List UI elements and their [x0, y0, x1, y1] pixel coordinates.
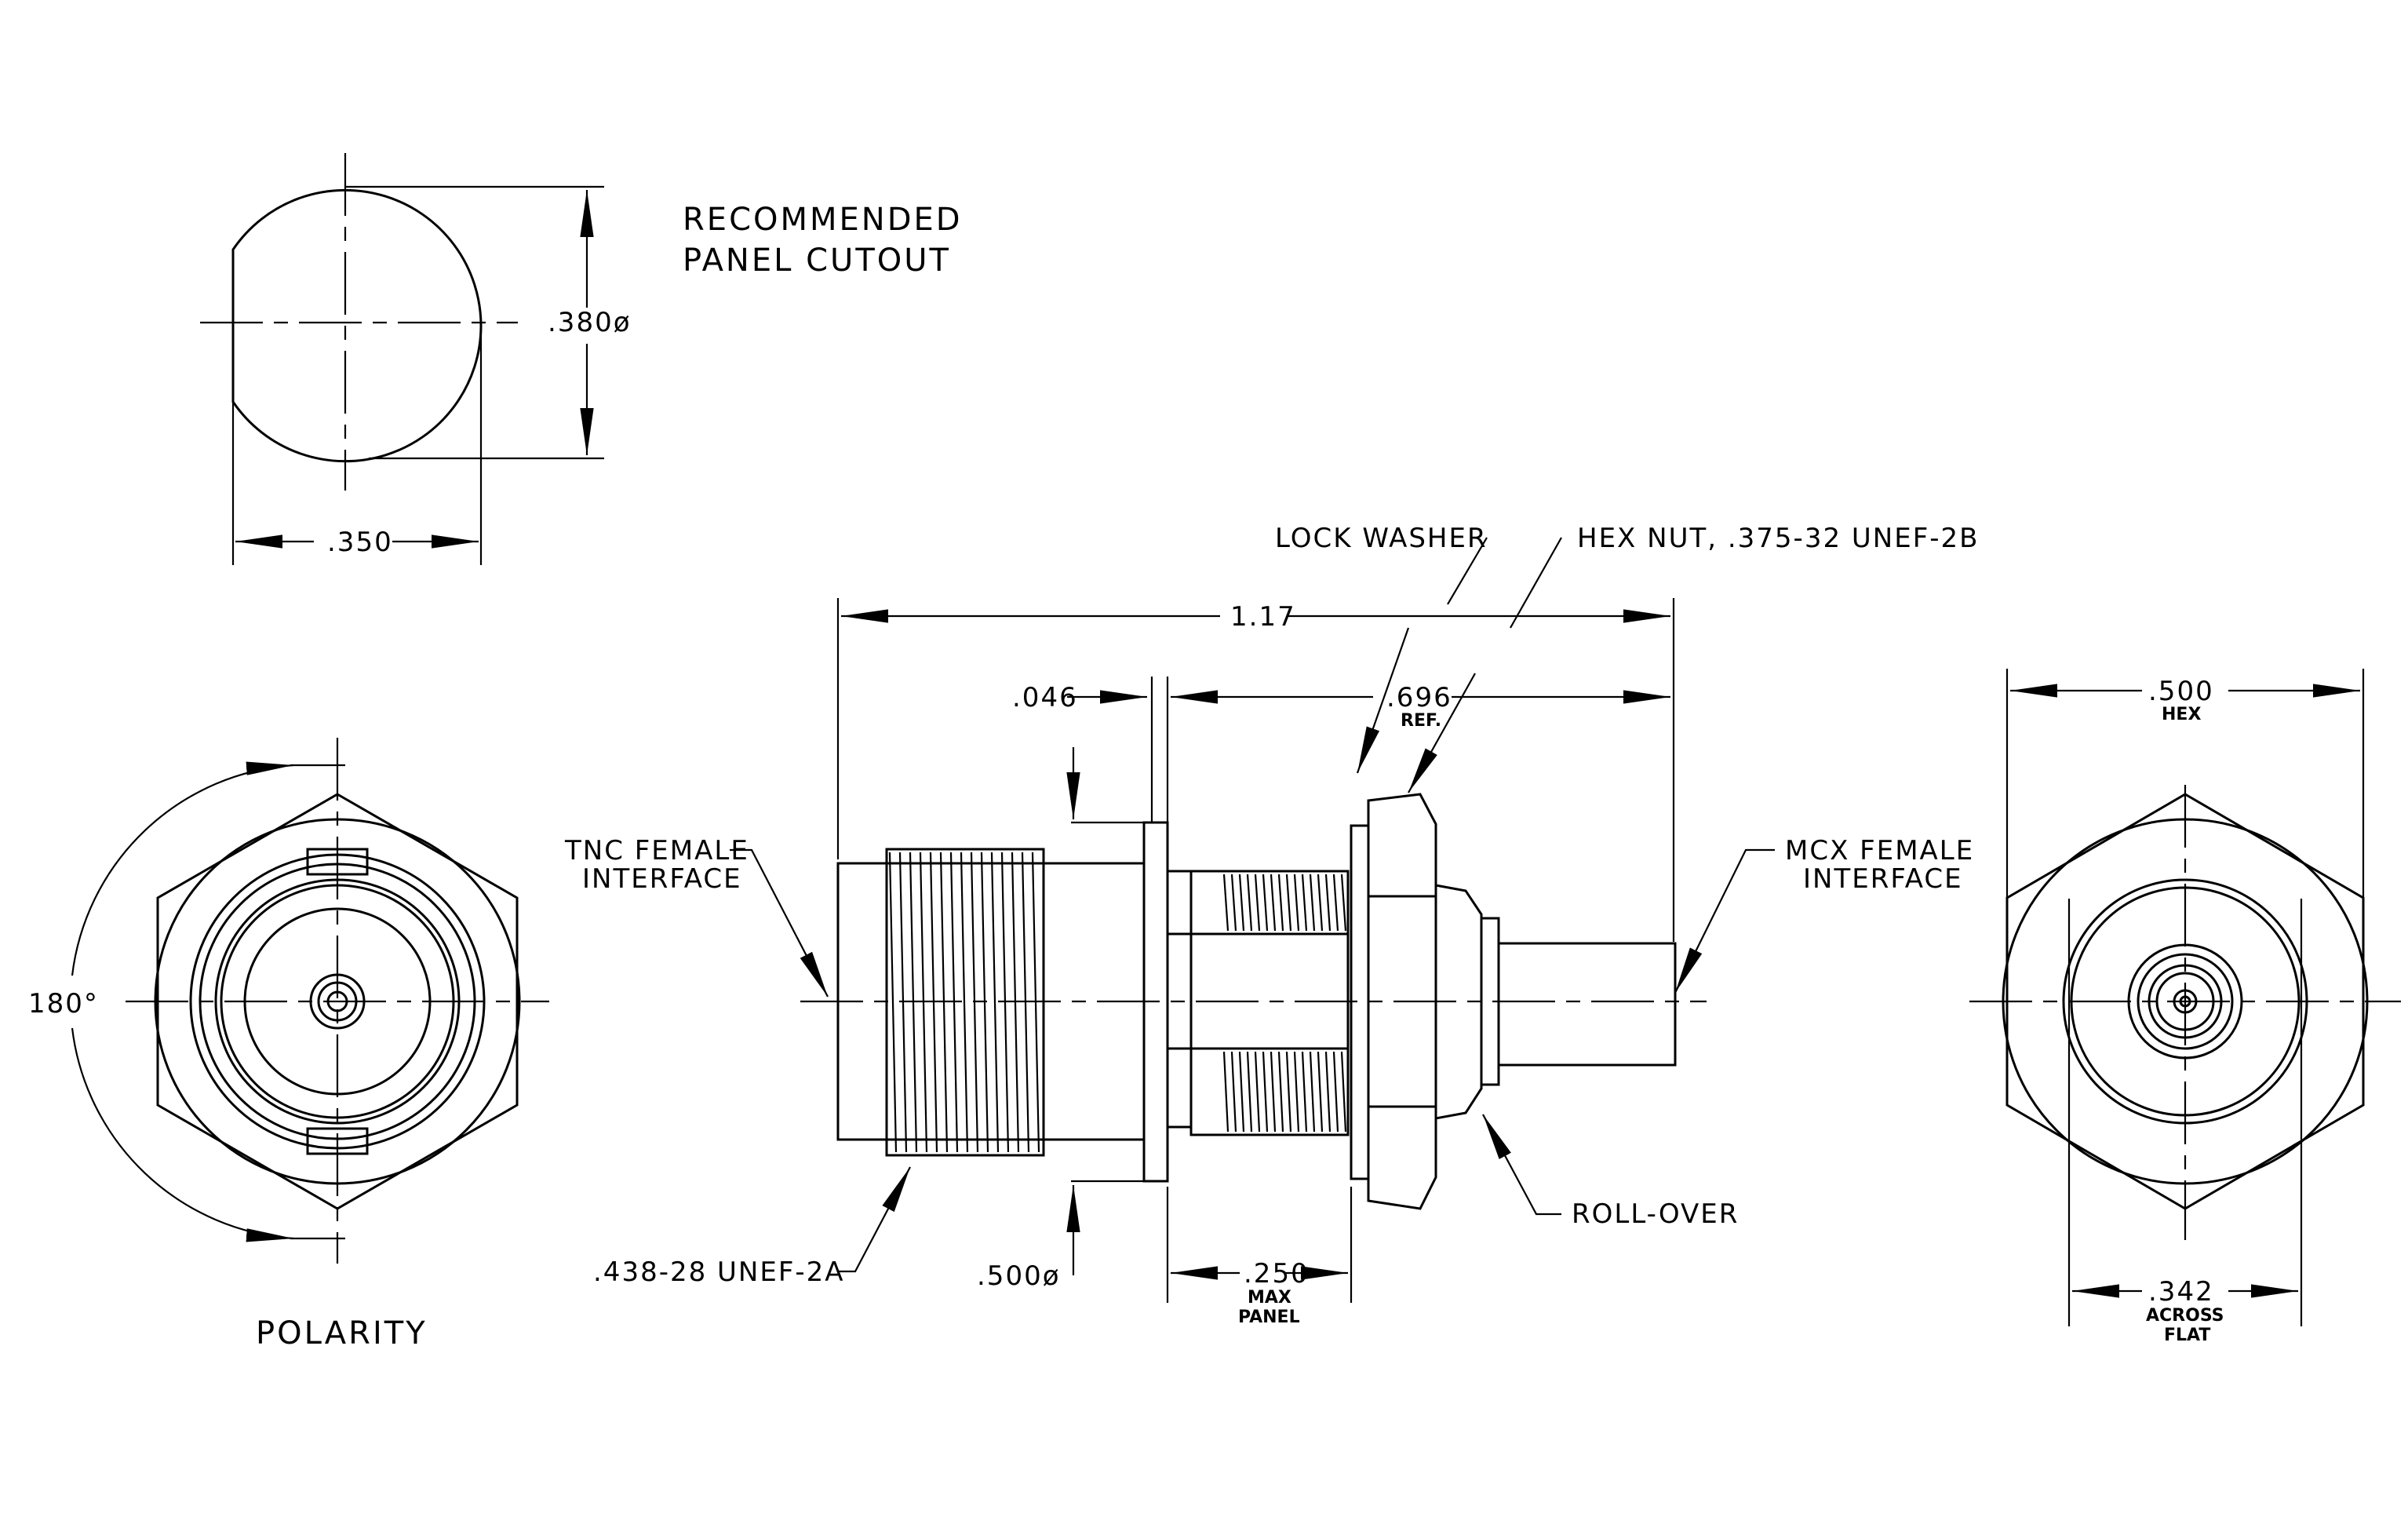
- thread-line: [960, 852, 969, 1153]
- tnc-label-line2: INTERFACE: [582, 863, 742, 895]
- mcx-label-line2: INTERFACE: [1803, 863, 1963, 895]
- flat-note-line2: FLAT: [2164, 1326, 2210, 1345]
- thread-line: [1246, 874, 1253, 932]
- roll-over-label: ROLL-OVER: [1572, 1198, 1739, 1230]
- hex-nut-label: HEX NUT, .375-32 UNEF-2B: [1577, 523, 1979, 554]
- overall-length-label: 1.17: [1230, 601, 1296, 633]
- thread-line: [1317, 1051, 1324, 1133]
- roll-over-leader: [1482, 1114, 1561, 1216]
- thread-line: [1285, 1051, 1292, 1133]
- panel-note-line2: PANEL: [1238, 1308, 1300, 1327]
- hex-nut: [1367, 793, 1437, 1210]
- thread-line: [1301, 1051, 1308, 1133]
- panel-thk-label: .250: [1244, 1258, 1310, 1289]
- hex-size-label: .500: [2148, 676, 2214, 707]
- thread-line: [1246, 1051, 1253, 1133]
- mcx-body: [1497, 942, 1677, 1067]
- ref-note-label: REF.: [1401, 711, 1441, 731]
- mcx-leader: [1674, 848, 1775, 994]
- roll-over: [1434, 884, 1483, 1120]
- thread-line: [1277, 1051, 1284, 1133]
- ref-length-label: .696: [1386, 682, 1452, 713]
- cutout-flat-label: .350: [327, 527, 393, 558]
- thread-line: [1324, 1051, 1332, 1133]
- thread-line: [1332, 1051, 1339, 1133]
- rear-view: [1969, 669, 2401, 1326]
- panel-cutout-view: [200, 153, 604, 565]
- thread-line: [1262, 1051, 1269, 1133]
- thread-line: [1324, 874, 1332, 932]
- thread-line: [1309, 1051, 1316, 1133]
- thread-line: [1230, 874, 1237, 932]
- threaded-stud: [1189, 870, 1350, 1136]
- thread-line: [1332, 874, 1339, 932]
- thread-line: [1293, 1051, 1300, 1133]
- thread-spec-leader: [838, 1166, 911, 1273]
- thread-line: [990, 852, 1000, 1153]
- thread-line: [1270, 874, 1277, 932]
- cutout-dia-label: .380ø: [548, 307, 632, 338]
- hex-nut-leader: [1510, 537, 1562, 629]
- mcx-label-line1: MCX FEMALE: [1785, 835, 1974, 866]
- flange-thk-label: .046: [1012, 682, 1078, 713]
- cutout-title-line2: PANEL CUTOUT: [683, 243, 951, 279]
- side-view: [730, 537, 1775, 1303]
- thread-line: [1340, 874, 1347, 932]
- polarity-title: POLARITY: [256, 1315, 428, 1351]
- lock-washer-leader: [1447, 537, 1488, 605]
- thread-line: [1254, 874, 1261, 932]
- cutout-outline: [231, 188, 483, 463]
- lock-washer-label: LOCK WASHER: [1275, 523, 1488, 554]
- thread-line: [1254, 1051, 1261, 1133]
- panel-note-line1: MAX: [1248, 1288, 1291, 1308]
- thread-line: [1285, 874, 1292, 932]
- thread-line: [1222, 1051, 1230, 1133]
- thread-line: [1230, 1051, 1237, 1133]
- thread-line: [1238, 1051, 1245, 1133]
- thread-line: [1262, 874, 1269, 932]
- tnc-label-line1: TNC FEMALE: [564, 835, 749, 866]
- hex-note-label: HEX: [2162, 705, 2201, 724]
- flange-dia-label: .500ø: [977, 1260, 1061, 1292]
- thread-line: [1270, 1051, 1277, 1133]
- thread-line: [1222, 874, 1230, 932]
- thread-line: [1277, 874, 1284, 932]
- cutout-title-line1: RECOMMENDED: [683, 202, 963, 238]
- thread-line: [1301, 874, 1308, 932]
- thread-line: [888, 852, 898, 1153]
- polarity-angle-label: 180°: [28, 988, 99, 1019]
- flat-note-line1: ACROSS: [2146, 1306, 2224, 1326]
- flat-size-label: .342: [2148, 1276, 2214, 1308]
- polarity-angle-arc: [71, 761, 294, 976]
- polarity-view: [71, 738, 549, 1264]
- tnc-leader: [730, 848, 829, 998]
- thread-spec-label: .438-28 UNEF-2A: [593, 1257, 845, 1288]
- thread-line: [1317, 874, 1324, 932]
- thread-line: [1309, 874, 1316, 932]
- stud-threads: [1222, 874, 1347, 1133]
- thread-line: [1238, 874, 1245, 932]
- thread-line: [1293, 874, 1300, 932]
- thread-line: [1340, 1051, 1347, 1133]
